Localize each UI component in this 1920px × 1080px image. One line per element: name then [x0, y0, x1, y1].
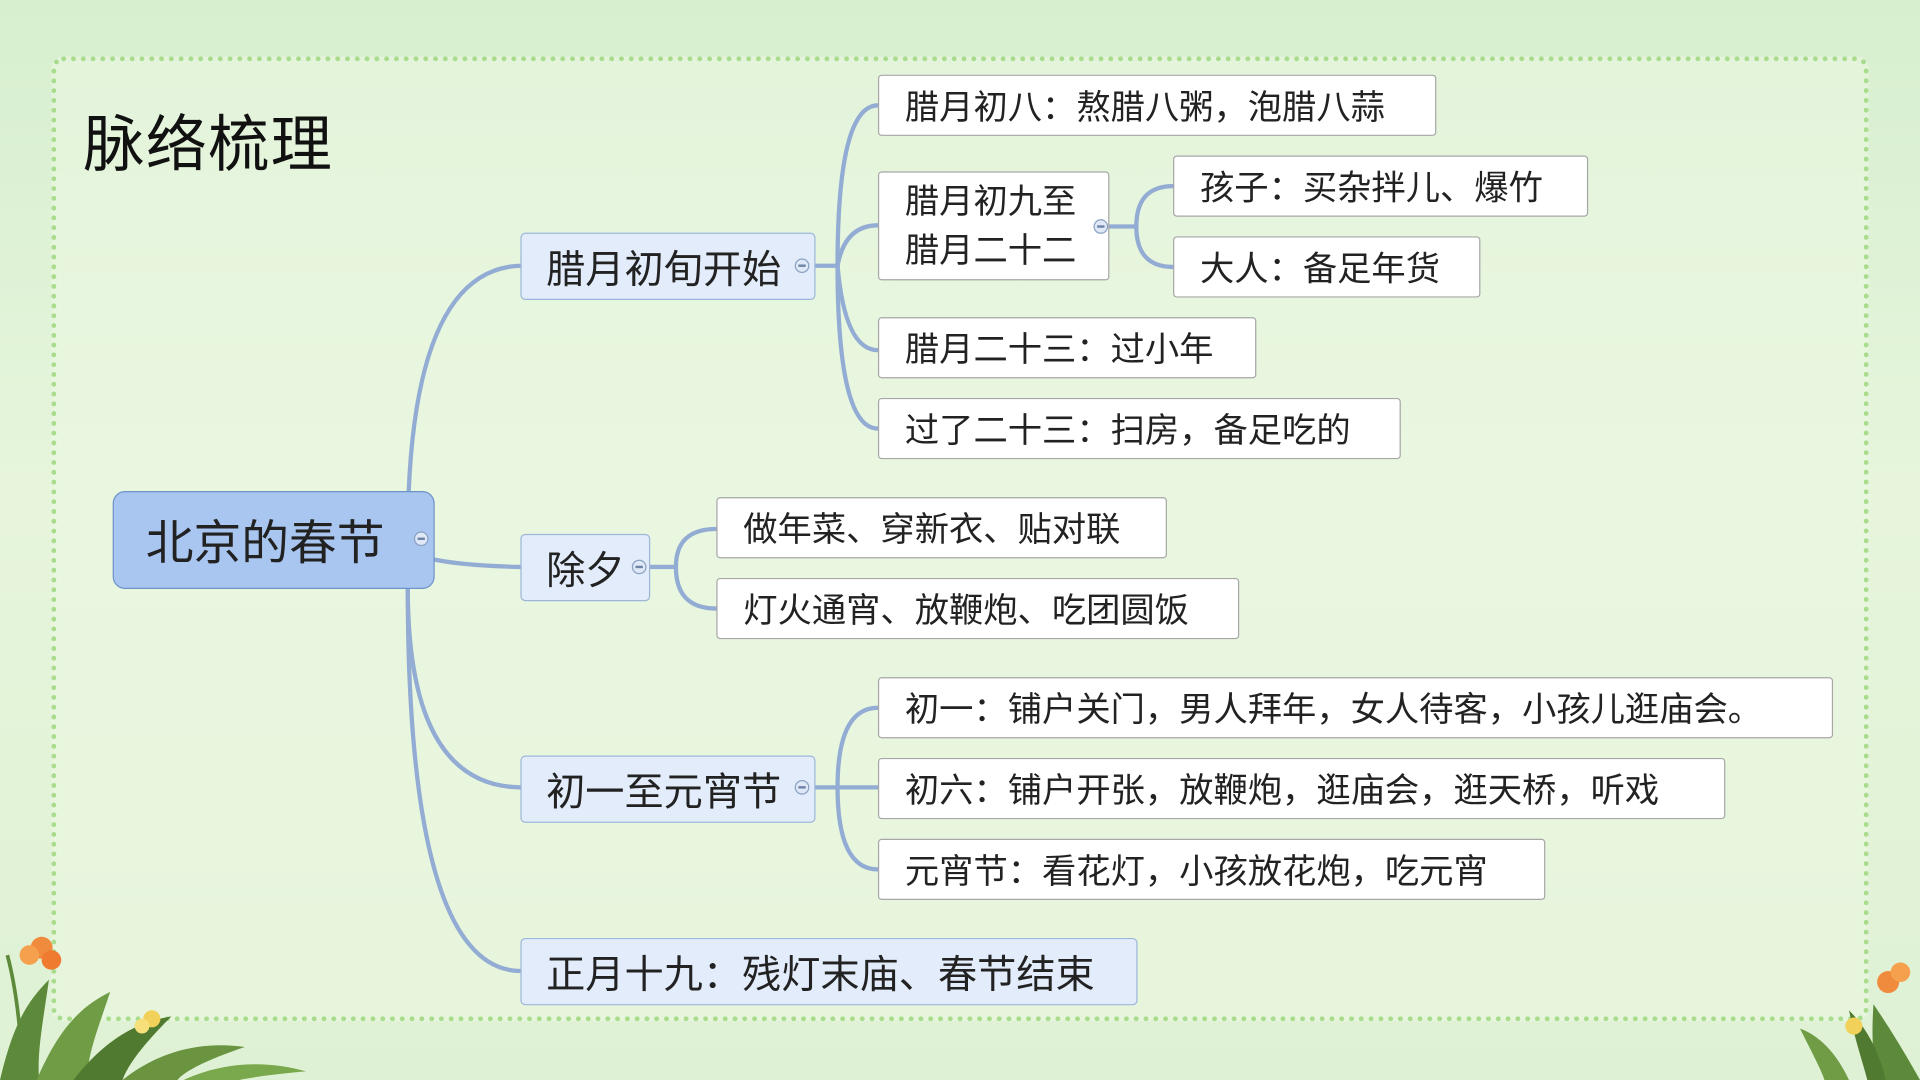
collapse-icon[interactable] [794, 780, 810, 795]
branch-node-chu-yi[interactable]: 初一至元宵节 [520, 755, 816, 823]
leaf-node[interactable]: 腊月初八：熬腊八粥，泡腊八蒜 [877, 74, 1437, 136]
leaf-node[interactable]: 元宵节：看花灯，小孩放花炮，吃元宵 [877, 838, 1546, 901]
collapse-icon[interactable] [794, 258, 810, 274]
leaf-node[interactable]: 腊月二十三：过小年 [877, 317, 1257, 379]
leaf-node[interactable]: 过了二十三：扫房，备足吃的 [877, 397, 1401, 460]
leaf-node[interactable]: 初六：铺户开张，放鞭炮，逛庙会，逛天桥，听戏 [877, 757, 1726, 820]
leaf-node[interactable]: 初一：铺户关门，男人拜年，女人待客，小孩儿逛庙会。 [877, 677, 1834, 739]
leaf-node-la-yue-chu-jiu[interactable]: 腊月初九至 腊月二十二 [877, 171, 1110, 281]
branch-node-zheng-yue[interactable]: 正月十九：残灯末庙、春节结束 [520, 937, 1138, 1006]
leaf-text-line: 腊月初九至 [904, 180, 1077, 222]
leaf-node[interactable]: 大人：备足年货 [1173, 236, 1481, 298]
flower-decoration [19, 936, 161, 1034]
leaf-node[interactable]: 做年菜、穿新衣、贴对联 [716, 497, 1167, 559]
collapse-icon[interactable] [631, 559, 647, 575]
leaf-text-line: 腊月二十二 [904, 229, 1077, 271]
collapse-icon[interactable] [1093, 219, 1109, 234]
flower-decoration [1845, 962, 1911, 1035]
leaf-node[interactable]: 孩子：买杂拌儿、爆竹 [1173, 155, 1589, 217]
collapse-icon[interactable] [413, 531, 429, 547]
grass-decoration-right [1800, 962, 1920, 1080]
branch-node-la-yue[interactable]: 腊月初旬开始 [520, 232, 816, 301]
root-node[interactable]: 北京的春节 [112, 491, 435, 589]
branch-node-chu-xi[interactable]: 除夕 [520, 533, 651, 602]
slide-title: 脉络梳理 [83, 108, 334, 181]
leaf-node[interactable]: 灯火通宵、放鞭炮、吃团圆饭 [716, 577, 1240, 640]
grass-decoration-left [0, 936, 307, 1080]
